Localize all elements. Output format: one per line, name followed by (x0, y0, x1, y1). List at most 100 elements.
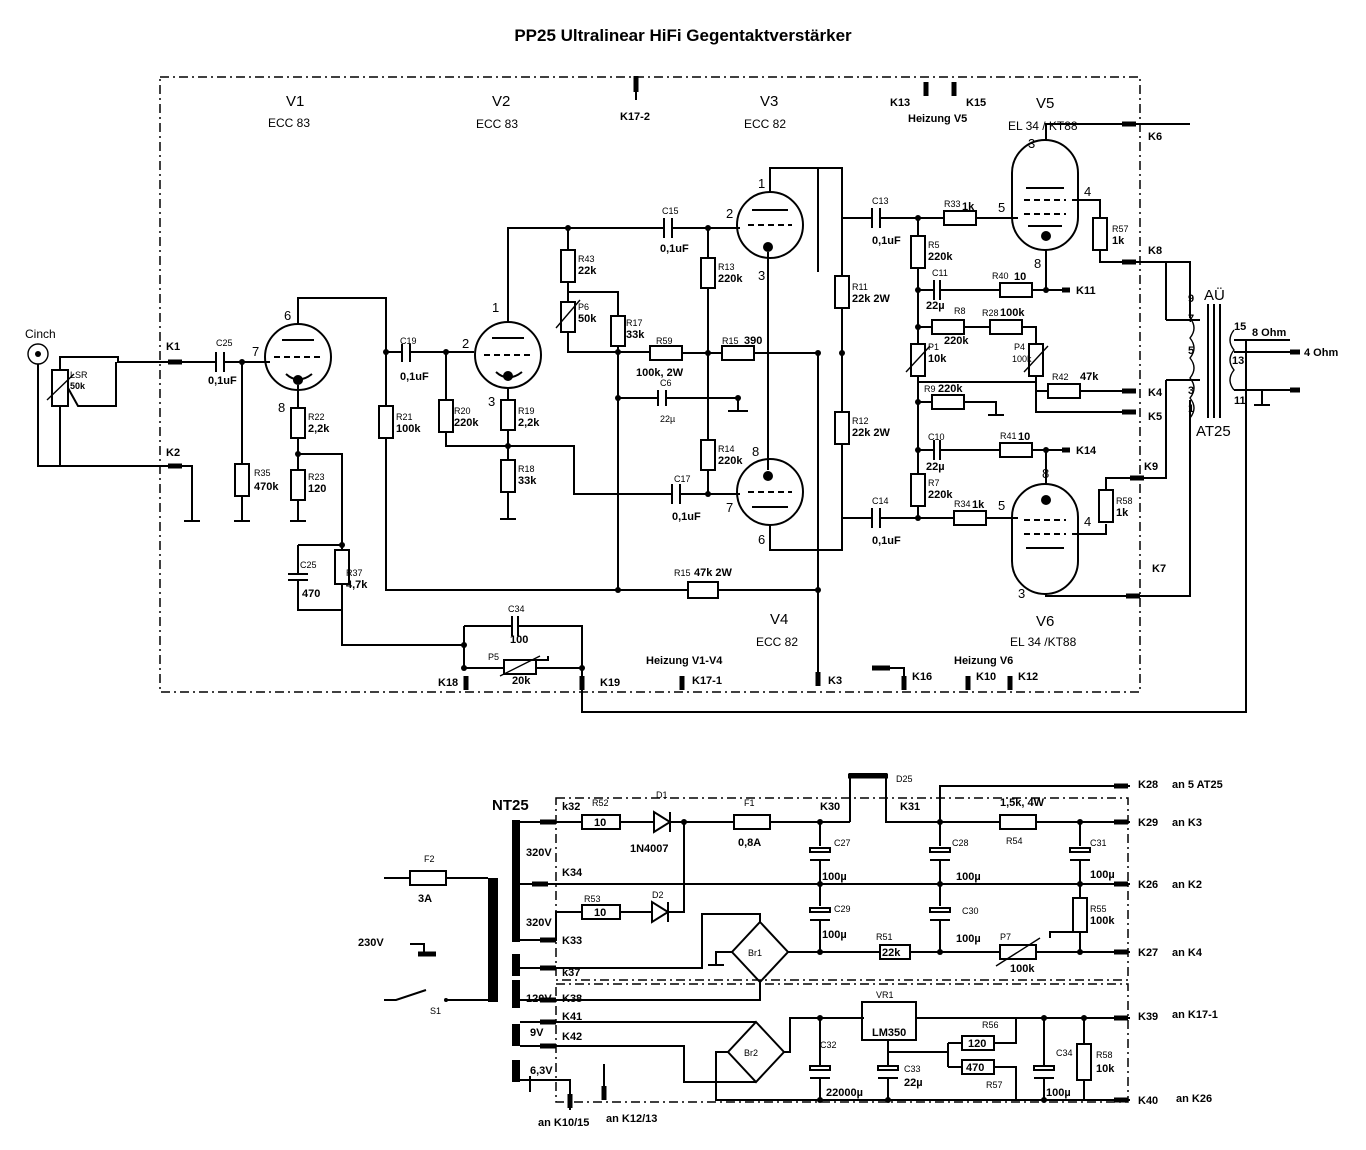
svg-text:EL 34 / KT88: EL 34 / KT88 (1008, 119, 1078, 133)
psu-lower-outline (555, 983, 1129, 1103)
svg-text:R18: R18 (518, 464, 535, 474)
svg-text:K7: K7 (1152, 563, 1166, 575)
svg-text:9: 9 (1188, 293, 1194, 305)
svg-text:K4: K4 (1148, 387, 1163, 399)
svg-text:10: 10 (1018, 431, 1030, 443)
svg-text:22k: 22k (578, 265, 597, 277)
svg-text:22k 2W: 22k 2W (852, 293, 891, 305)
svg-text:100k: 100k (1012, 354, 1032, 364)
svg-text:1k: 1k (972, 499, 985, 511)
svg-text:D2: D2 (652, 890, 664, 900)
svg-text:P5: P5 (488, 652, 499, 662)
svg-text:220k: 220k (928, 251, 953, 263)
svg-text:C31: C31 (1090, 838, 1107, 848)
svg-text:R9: R9 (924, 384, 936, 394)
svg-text:47k 2W: 47k 2W (694, 567, 733, 579)
svg-text:k37: k37 (562, 967, 580, 979)
svg-text:K14: K14 (1076, 445, 1097, 457)
svg-text:5: 5 (998, 200, 1005, 215)
svg-text:C32: C32 (820, 1040, 837, 1050)
svg-text:V4: V4 (770, 611, 788, 628)
svg-text:100µ: 100µ (822, 871, 847, 883)
svg-text:P7: P7 (1000, 932, 1011, 942)
svg-text:R20: R20 (454, 406, 471, 416)
svg-text:Br1: Br1 (748, 948, 762, 958)
svg-text:P4: P4 (1014, 342, 1025, 352)
svg-text:470k: 470k (254, 481, 279, 493)
svg-text:R19: R19 (518, 406, 535, 416)
svg-text:C34: C34 (508, 604, 525, 614)
svg-text:6: 6 (758, 532, 765, 547)
svg-text:C14: C14 (872, 496, 889, 506)
svg-text:R14: R14 (718, 444, 735, 454)
svg-text:100k: 100k (1000, 307, 1025, 319)
svg-text:R58: R58 (1096, 1050, 1113, 1060)
svg-text:V5: V5 (1036, 95, 1054, 112)
svg-text:22µ: 22µ (660, 414, 675, 424)
svg-text:220k: 220k (928, 489, 953, 501)
svg-text:R13: R13 (718, 262, 735, 272)
svg-text:K34: K34 (562, 867, 583, 879)
svg-text:K17-2: K17-2 (620, 111, 650, 123)
svg-text:470: 470 (966, 1062, 984, 1074)
svg-text:R41: R41 (1000, 431, 1017, 441)
svg-text:K31: K31 (900, 801, 920, 813)
svg-text:6,3V: 6,3V (530, 1065, 553, 1077)
svg-text:100k: 100k (1090, 915, 1115, 927)
svg-text:22000µ: 22000µ (826, 1087, 863, 1099)
svg-text:0,1uF: 0,1uF (672, 511, 701, 523)
svg-text:R12: R12 (852, 416, 869, 426)
svg-text:k32: k32 (562, 801, 580, 813)
svg-text:1: 1 (492, 300, 499, 315)
svg-text:9V: 9V (530, 1027, 544, 1039)
svg-text:R28: R28 (982, 308, 999, 318)
svg-text:VR1: VR1 (876, 990, 894, 1000)
svg-text:C29: C29 (834, 904, 851, 914)
svg-text:22µ: 22µ (926, 300, 945, 312)
svg-text:20k: 20k (512, 675, 531, 687)
svg-text:F2: F2 (424, 854, 435, 864)
svg-text:390: 390 (744, 335, 762, 347)
svg-text:C13: C13 (872, 196, 889, 206)
svg-text:R37: R37 (346, 568, 363, 578)
svg-text:0,1uF: 0,1uF (872, 235, 901, 247)
svg-text:P6: P6 (578, 302, 589, 312)
svg-text:R15: R15 (722, 336, 739, 346)
svg-text:K5: K5 (1148, 411, 1162, 423)
svg-text:10k: 10k (1096, 1063, 1115, 1075)
svg-text:Br2: Br2 (744, 1048, 758, 1058)
svg-text:1k: 1k (1116, 507, 1129, 519)
svg-text:an 5 AT25: an 5 AT25 (1172, 779, 1223, 791)
svg-text:3: 3 (758, 268, 765, 283)
svg-text:22µ: 22µ (904, 1077, 923, 1089)
svg-text:K28: K28 (1138, 779, 1158, 791)
svg-text:120: 120 (308, 483, 326, 495)
svg-text:4,7k: 4,7k (346, 579, 368, 591)
svg-text:an K3: an K3 (1172, 817, 1202, 829)
svg-text:R8: R8 (954, 306, 966, 316)
svg-text:K17-1: K17-1 (692, 675, 722, 687)
svg-text:10: 10 (594, 907, 606, 919)
svg-text:3: 3 (488, 394, 495, 409)
svg-text:220k: 220k (944, 335, 969, 347)
svg-text:AT25: AT25 (1196, 423, 1231, 440)
svg-text:6: 6 (284, 308, 291, 323)
svg-text:ECC 82: ECC 82 (744, 117, 786, 131)
svg-text:R54: R54 (1006, 836, 1023, 846)
svg-text:K18: K18 (438, 677, 458, 689)
svg-text:K16: K16 (912, 671, 932, 683)
svg-text:C34: C34 (1056, 1048, 1073, 1058)
svg-text:R35: R35 (254, 468, 271, 478)
svg-text:1N4007: 1N4007 (630, 843, 669, 855)
svg-text:an K4: an K4 (1172, 947, 1203, 959)
svg-text:K19: K19 (600, 677, 620, 689)
svg-text:R15: R15 (674, 568, 691, 578)
svg-text:R55: R55 (1090, 904, 1107, 914)
svg-text:NT25: NT25 (492, 797, 529, 814)
svg-text:R23: R23 (308, 472, 325, 482)
svg-text:K30: K30 (820, 801, 840, 813)
svg-text:C15: C15 (662, 206, 679, 216)
svg-text:47k: 47k (1080, 371, 1099, 383)
page-title: PP25 Ultralinear HiFi Gegentaktverstärke… (514, 26, 852, 45)
svg-text:K40: K40 (1138, 1095, 1158, 1107)
